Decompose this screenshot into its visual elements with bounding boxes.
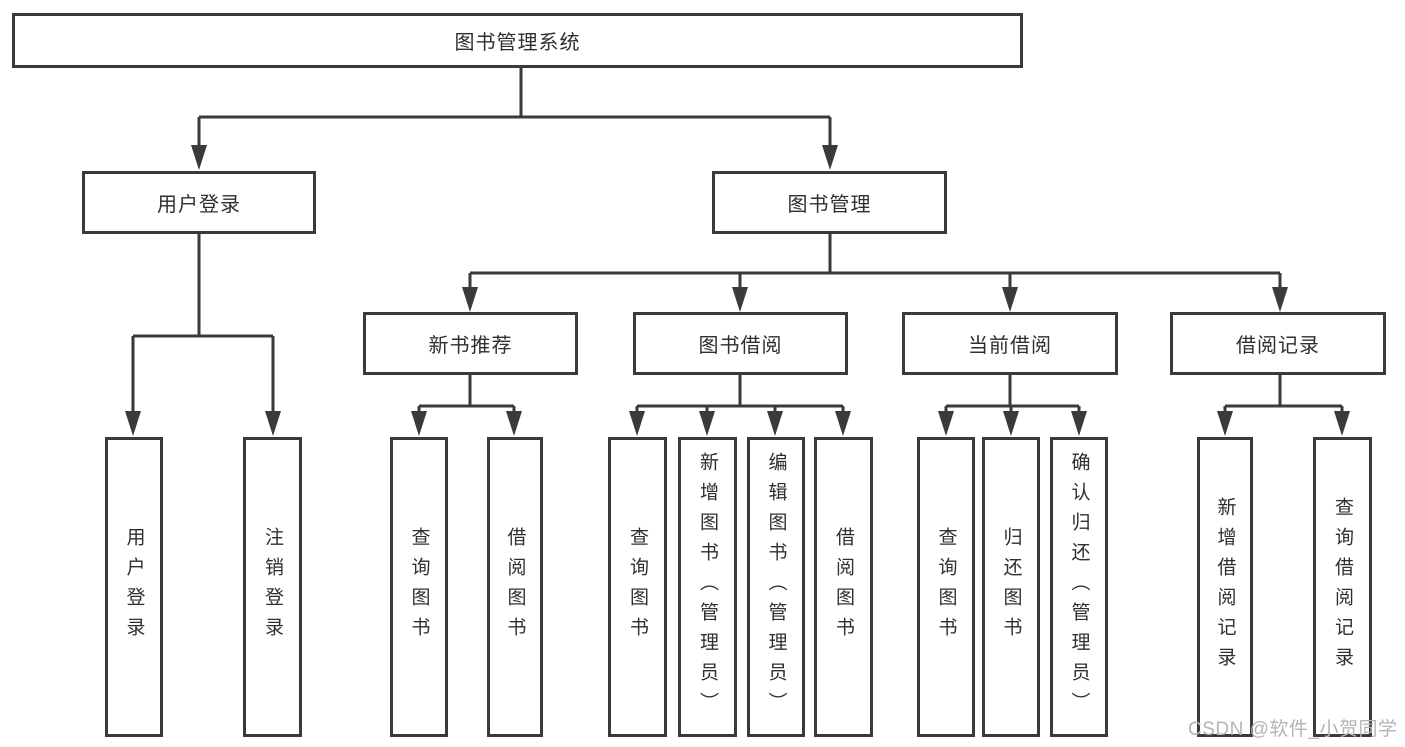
- leaf-add-borrow-record: 新增借阅记录: [1197, 437, 1253, 737]
- leaf-query-books-borrow: 查询图书: [608, 437, 667, 737]
- node-user-login: 用户登录: [82, 171, 316, 234]
- leaf-add-borrow-record-label: 新增借阅记录: [1214, 497, 1236, 677]
- leaf-query-borrow-record: 查询借阅记录: [1313, 437, 1372, 737]
- leaf-return-books-label: 归还图书: [1000, 527, 1022, 647]
- leaf-user-login-label: 用户登录: [123, 527, 145, 647]
- leaf-confirm-return-admin-label: 确认归还（管理员）: [1068, 452, 1090, 722]
- leaf-edit-books-admin-label: 编辑图书（管理员）: [765, 452, 787, 722]
- node-book-management: 图书管理: [712, 171, 947, 234]
- node-library-system: 图书管理系统: [12, 13, 1023, 68]
- leaf-borrow-books-recommend: 借阅图书: [487, 437, 543, 737]
- leaf-user-login: 用户登录: [105, 437, 163, 737]
- node-book-borrow: 图书借阅: [633, 312, 848, 375]
- leaf-query-books-recommend-label: 查询图书: [408, 527, 430, 647]
- leaf-add-books-admin-label: 新增图书（管理员）: [697, 452, 718, 722]
- leaf-borrow-books: 借阅图书: [814, 437, 873, 737]
- leaf-borrow-books-label: 借阅图书: [833, 527, 854, 647]
- leaf-query-books-current: 查询图书: [917, 437, 975, 737]
- csdn-watermark: CSDN @软件_小贺同学: [1188, 719, 1398, 740]
- leaf-logout: 注销登录: [243, 437, 302, 737]
- leaf-add-books-admin: 新增图书（管理员）: [678, 437, 737, 737]
- leaf-query-books-borrow-label: 查询图书: [627, 527, 648, 647]
- node-new-book-recommend: 新书推荐: [363, 312, 578, 375]
- leaf-query-books-recommend: 查询图书: [390, 437, 448, 737]
- leaf-logout-label: 注销登录: [262, 527, 283, 647]
- leaf-borrow-books-recommend-label: 借阅图书: [504, 527, 526, 647]
- leaf-edit-books-admin: 编辑图书（管理员）: [747, 437, 805, 737]
- leaf-query-books-current-label: 查询图书: [935, 527, 957, 647]
- arrowheads: [125, 145, 1350, 436]
- leaf-confirm-return-admin: 确认归还（管理员）: [1050, 437, 1108, 737]
- leaf-query-borrow-record-label: 查询借阅记录: [1332, 497, 1353, 677]
- node-borrow-records: 借阅记录: [1170, 312, 1386, 375]
- leaf-return-books: 归还图书: [982, 437, 1040, 737]
- node-current-borrow: 当前借阅: [902, 312, 1118, 375]
